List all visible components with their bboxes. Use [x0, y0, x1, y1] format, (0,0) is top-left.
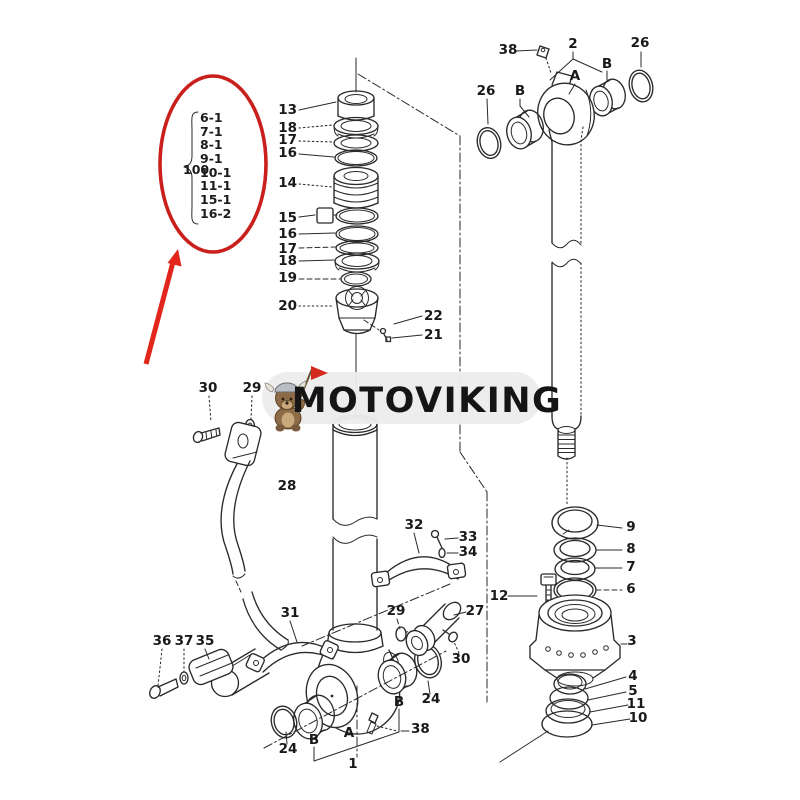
- callout-21: 21: [424, 327, 443, 343]
- group-brace: [183, 111, 199, 225]
- callout-6: 6: [626, 581, 635, 597]
- callout-18a: 18: [278, 120, 297, 136]
- callout-28: 28: [278, 478, 297, 494]
- callout-38-top: 38: [499, 42, 518, 58]
- callout-24-left: 24: [279, 741, 298, 757]
- group-item: 11-1: [200, 178, 231, 193]
- callout-31: 31: [281, 605, 300, 621]
- callout-20: 20: [278, 298, 297, 314]
- cylinder-tube-assembly: [263, 414, 447, 762]
- head-seal-group: [507, 506, 631, 738]
- callout-15: 15: [278, 210, 297, 226]
- callout-17a: 17: [278, 132, 297, 148]
- callout-a-bottom: A: [344, 725, 355, 741]
- callout-16b: 16: [278, 226, 297, 242]
- callout-24-right: 24: [422, 691, 441, 707]
- callout-b-left-bottom: B: [309, 732, 319, 748]
- callout-9: 9: [626, 519, 635, 535]
- callout-38-bottom: 38: [411, 721, 430, 737]
- callout-33: 33: [459, 529, 478, 545]
- callout-29-pipe: 29: [243, 380, 262, 396]
- highlight-arrow-head: [167, 249, 182, 267]
- callout-b-right-top: B: [602, 56, 612, 72]
- group-item: 6-1: [200, 110, 223, 125]
- group-item: 8-1: [200, 137, 223, 152]
- callout-10: 10: [629, 710, 648, 726]
- group-item: 7-1: [200, 124, 223, 139]
- callout-b-right-bottom: B: [394, 694, 404, 710]
- callout-labels: 38 2 26 B A B 26 13 18 17 16 14 15 16 17…: [153, 35, 650, 772]
- callout-4: 4: [628, 668, 637, 684]
- rod-eye-assembly: [476, 45, 654, 460]
- callout-14: 14: [278, 175, 297, 191]
- callout-b-left-top: B: [515, 83, 525, 99]
- callout-29-elbow: 29: [387, 603, 406, 619]
- callout-3: 3: [627, 633, 636, 649]
- callout-19: 19: [278, 270, 297, 286]
- brand-wordmark: MOTOVIKING: [292, 381, 563, 421]
- watermark-pill: [262, 372, 541, 424]
- callout-7: 7: [626, 559, 635, 575]
- callout-30-pipe: 30: [199, 380, 218, 396]
- group-item: 15-1: [200, 192, 231, 207]
- callout-5: 5: [628, 683, 637, 699]
- group-item: 16-2: [200, 206, 231, 221]
- viking-dog-mascot-icon: [264, 366, 328, 432]
- watermark: MOTOVIKING: [262, 366, 563, 432]
- callout-32: 32: [405, 517, 424, 533]
- group-item: 9-1: [200, 151, 223, 166]
- callout-1: 1: [348, 756, 357, 772]
- highlight-annotation: 100 6-1 7-1 8-1 9-1 10-1 11-1 15-1 16-2: [143, 74, 268, 365]
- group-item: 10-1: [200, 165, 231, 180]
- callout-26-left: 26: [477, 83, 496, 99]
- callout-a-top: A: [570, 68, 581, 84]
- callout-22: 22: [424, 308, 443, 324]
- callout-11: 11: [627, 696, 646, 712]
- pipe-assembly: [149, 395, 451, 699]
- callout-27: 27: [466, 603, 485, 619]
- callout-17b: 17: [278, 241, 297, 257]
- callout-37: 37: [175, 633, 194, 649]
- callout-36: 36: [153, 633, 172, 649]
- rod-seal-stack: [298, 90, 423, 343]
- highlight-circle: [158, 74, 268, 254]
- callout-12: 12: [490, 588, 509, 604]
- callout-2: 2: [568, 36, 577, 52]
- callout-8: 8: [626, 541, 635, 557]
- callout-13: 13: [278, 102, 297, 118]
- callout-35: 35: [196, 633, 215, 649]
- highlight-arrow-shaft: [143, 261, 176, 365]
- callout-26-right: 26: [631, 35, 650, 51]
- callout-30-elbow: 30: [452, 651, 471, 667]
- upper-clamp-group: [370, 529, 467, 657]
- callout-16a: 16: [278, 145, 297, 161]
- callout-34: 34: [459, 544, 478, 560]
- callout-18b: 18: [278, 253, 297, 269]
- group-label: 100: [183, 162, 209, 177]
